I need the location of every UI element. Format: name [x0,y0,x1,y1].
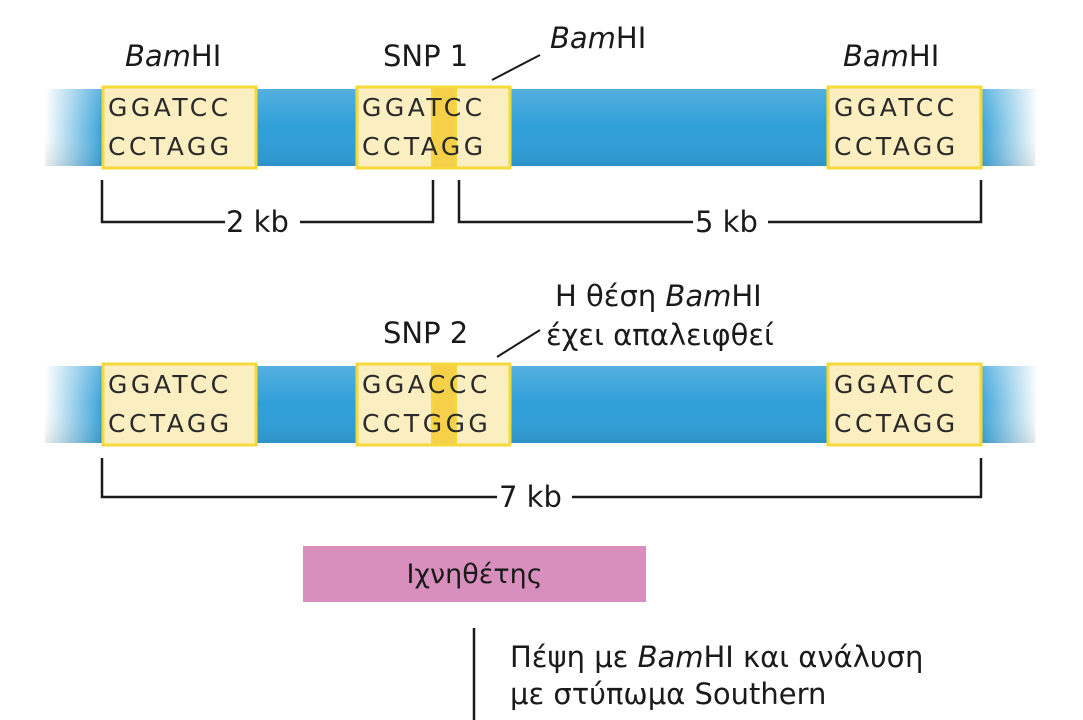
site-top-seq: GGATCC [834,370,958,399]
enzyme-label-3: BamHI [843,39,939,73]
site-top-seq: GGATCC [108,93,232,122]
enzyme-label-1: BamHI [125,39,221,73]
site-bottom-seq: CCTAGG [108,132,233,161]
site-top-seq: GGACCC [362,370,491,399]
site-bottom-seq: CCTAGG [362,132,487,161]
site-bottom-seq: CCTAGG [834,409,959,438]
bamhi-site-1: GGATCC CCTAGG [101,85,258,170]
step-text-line1: Πέψη με BamHI και ανάλυση [510,640,923,674]
site-lost-note-line1: Η θέση BamHI [555,279,762,313]
step-text-line2: με στύπωμα Southern [510,677,826,711]
site-top-seq: GGATCC [362,93,486,122]
bamhi-site-snp1: GGATCC CCTAGG [355,85,512,170]
site-top-seq: GGATCC [834,93,958,122]
snp-highlight [431,86,457,169]
fragment-label-7kb: 7 kb [499,480,562,514]
probe: Ιχνηθέτης [303,546,646,602]
bamhi-site-3: GGATCC CCTAGG [826,85,983,170]
bamhi-site-r2-1: GGATCC CCTAGG [101,362,258,447]
snp2-label: SNP 2 [383,316,468,350]
snp1-pointer [491,54,541,81]
bamhi-site-r2-3: GGATCC CCTAGG [826,362,983,447]
fragment-bracket-2kb: 2 kb [100,180,435,239]
site-bottom-seq: CCTAGG [834,132,959,161]
fragment-bracket-5kb: 5 kb [457,180,983,239]
mutated-site-snp2: GGACCC CCTGGG [355,362,512,447]
snp1-label: SNP 1 [383,39,468,73]
site-bottom-seq: CCTAGG [108,409,233,438]
snp-highlight [431,363,457,446]
site-top-seq: GGATCC [108,370,232,399]
fragment-label-2kb: 2 kb [226,205,289,239]
site-lost-note-line2: έχει απαλειφθεί [546,318,774,352]
snp2-pointer [496,329,541,358]
fragment-label-5kb: 5 kb [695,205,758,239]
site-bottom-seq: CCTGGG [362,409,491,438]
probe-label: Ιχνηθέτης [406,559,542,590]
enzyme-label-2: BamHI [550,21,646,55]
fragment-bracket-7kb: 7 kb [100,458,983,514]
